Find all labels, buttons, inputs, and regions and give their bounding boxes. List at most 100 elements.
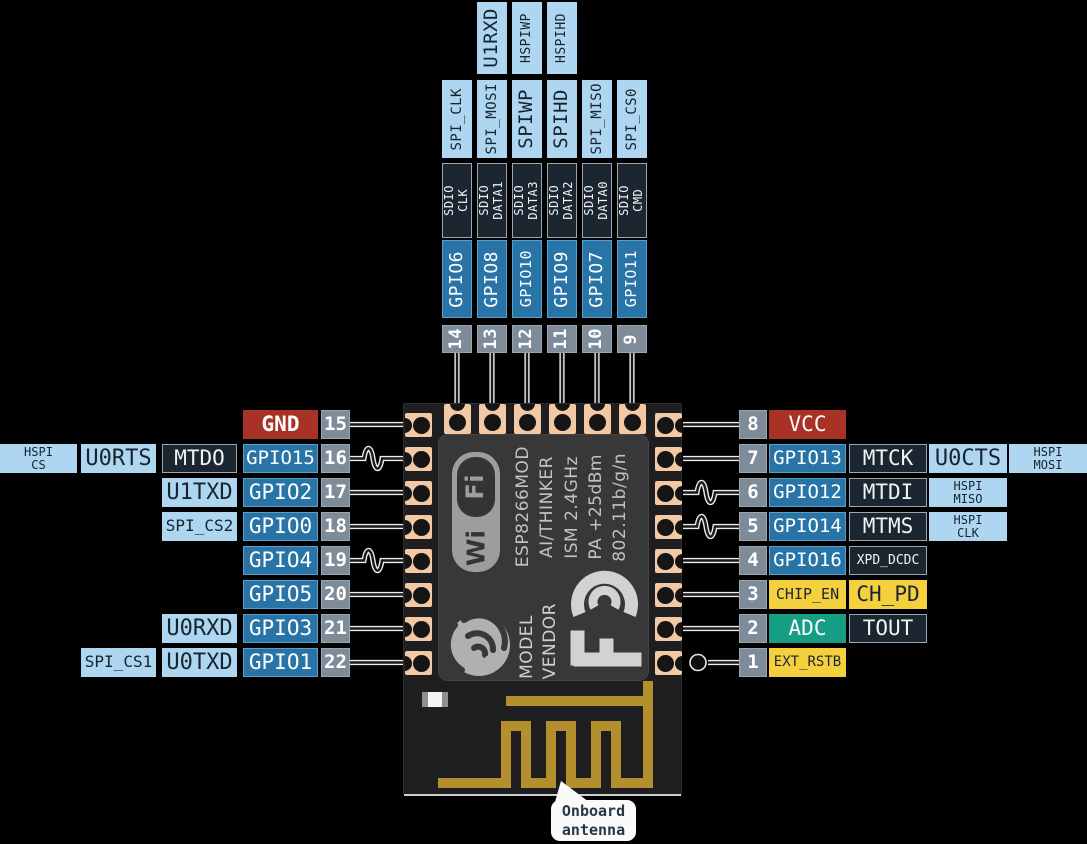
pin-4-label-gpio16: GPIO16 (769, 546, 846, 575)
pad-hole (413, 518, 430, 536)
pin-12-number-text: 12 (516, 328, 537, 350)
pin-14-number: 14 (442, 325, 472, 353)
pin-13-alt-label: U1RXD (477, 2, 507, 74)
pin-9-number-text: 9 (621, 333, 642, 345)
pin-9-wire (629, 353, 635, 403)
pin-7-label-u0cts-text: U0CTS (934, 445, 1002, 471)
pin-8-wire (683, 421, 739, 428)
pin-20-label-gpio5-text: GPIO5 (248, 582, 313, 607)
pin-11-gpio-label-text: GPIO9 (550, 250, 572, 308)
pin-16-label-hspi-cs: HSPI CS (0, 444, 77, 473)
module-pad (655, 447, 682, 471)
pin-9-spi-label: SPI_CS0 (617, 80, 647, 158)
pin-4-wire (683, 557, 739, 564)
pad-hole (413, 586, 430, 604)
pin-8-label-vcc: VCC (769, 410, 846, 439)
pin-8-number-text: 8 (747, 412, 759, 435)
pin-7-number: 7 (739, 444, 767, 473)
pin-11-alt-label-text: HSPIHD (553, 13, 569, 63)
pin-3-wire (683, 591, 739, 598)
module-pad (655, 549, 682, 573)
pin-16-number-text: 16 (324, 446, 347, 469)
pin-6-label-mtdi: MTDI (849, 478, 927, 507)
pad-hole (657, 552, 674, 570)
pin-16-label-u0rts: U0RTS (81, 444, 156, 473)
module-pad (655, 481, 682, 505)
wifi-logo-wi-text: Wi (461, 529, 491, 566)
pin-22-label-spi-cs1-text: SPI_CS1 (84, 652, 153, 672)
pad-notch (405, 655, 412, 671)
pin-3-label-chip-en: CHIP_EN (769, 580, 846, 609)
pin-16-pwm-wave-icon (350, 445, 403, 472)
pin-19-number: 19 (321, 546, 350, 575)
pin-13-spi-label: SPI_MOSI (477, 80, 507, 158)
pin-3-label-ch-pd-text: CH_PD (856, 582, 920, 607)
pin-5-number-text: 5 (747, 514, 759, 537)
pad-hole (413, 484, 430, 502)
pin-10-spi-label-text: SPI_MISO (588, 83, 605, 155)
pin-6-number-text: 6 (747, 480, 759, 503)
pin-14-gpio-label-text: GPIO6 (445, 250, 467, 308)
pad-notch (675, 621, 682, 637)
pin-5-label-mtms-text: MTMS (862, 514, 914, 539)
silkscreen-line: PA +25dBm (585, 454, 606, 560)
pin-16-label-gpio15: GPIO15 (243, 444, 318, 473)
pin-9-spi-label-text: SPI_CS0 (623, 87, 640, 151)
pin-5-label-hspi-clk: HSPI CLK (929, 512, 1007, 541)
pad-notch (590, 404, 605, 411)
pin-7-label-gpio13-text: GPIO13 (773, 446, 842, 469)
pin-20-number-text: 20 (324, 582, 347, 605)
module-pad (405, 515, 432, 539)
pin-22-label-u0txd-text: U0TXD (166, 649, 233, 675)
pin-22-label-gpio1: GPIO1 (243, 648, 318, 677)
pin-12-alt-label-text: HSPIWP (518, 13, 534, 63)
pad-hole (657, 450, 674, 468)
pin-10-sdio-label: SDIO DATA0 (582, 163, 612, 238)
module-pad (655, 515, 682, 539)
pad-notch (625, 404, 640, 411)
pin-22-label-u0txd: U0TXD (162, 648, 237, 677)
model-vendor-text: MODEL VENDOR (517, 587, 562, 679)
antenna-callout-line: antenna (561, 820, 626, 839)
pad-hole (554, 414, 571, 431)
module-pad (549, 404, 576, 434)
pad-hole (413, 416, 430, 434)
pad-hole (657, 586, 674, 604)
pin-18-label-gpio0: GPIO0 (243, 512, 318, 541)
pin-22-wire (350, 659, 403, 666)
pad-notch (675, 519, 682, 535)
module-pad (405, 583, 432, 607)
pin-7-number-text: 7 (747, 446, 759, 469)
pin-11-sdio-label: SDIO DATA2 (547, 163, 577, 238)
pin-17-label-gpio2: GPIO2 (243, 478, 318, 507)
wifi-logo: Fi Wi (452, 452, 500, 572)
pin-10-gpio-label-text: GPIO7 (585, 250, 607, 308)
pin-15-label-gnd-text: GND (261, 412, 300, 437)
pin-14-spi-label: SPI_CLK (442, 80, 472, 158)
pad-hole (519, 414, 536, 431)
pin-18-number: 18 (321, 512, 350, 541)
pad-hole (413, 654, 430, 672)
pin-20-number: 20 (321, 580, 350, 609)
pin-12-spi-label: SPIWP (512, 80, 542, 158)
pad-notch (405, 485, 412, 501)
module-pad (584, 404, 611, 434)
pin-5-label-mtms: MTMS (849, 512, 927, 541)
fcc-logo-icon (570, 570, 642, 667)
pin-5-label-gpio14: GPIO14 (769, 512, 846, 541)
pin-3-number: 3 (739, 580, 767, 609)
pin-16-label-u0rts-text: U0RTS (85, 445, 152, 471)
pcb-antenna (438, 681, 653, 788)
pin-12-sdio-label-text: SDIO DATA3 (512, 181, 540, 220)
pin-9-sdio-label: SDIO CMD (617, 163, 647, 238)
pin-11-number-text: 11 (551, 328, 572, 350)
pin-9-sdio-label-text: SDIO CMD (617, 185, 645, 216)
module-pad (405, 617, 432, 641)
pin-11-wire (559, 353, 565, 403)
pin-21-wire (350, 625, 403, 632)
pin-5-label-hspi-clk-text: HSPI CLK (953, 512, 983, 540)
pin-17-label-u1txd-text: U1TXD (166, 479, 233, 505)
pin-16-label-mtdo: MTDO (162, 444, 237, 473)
pin-7-wire (683, 455, 739, 462)
pin-13-gpio-label: GPIO8 (477, 240, 507, 318)
